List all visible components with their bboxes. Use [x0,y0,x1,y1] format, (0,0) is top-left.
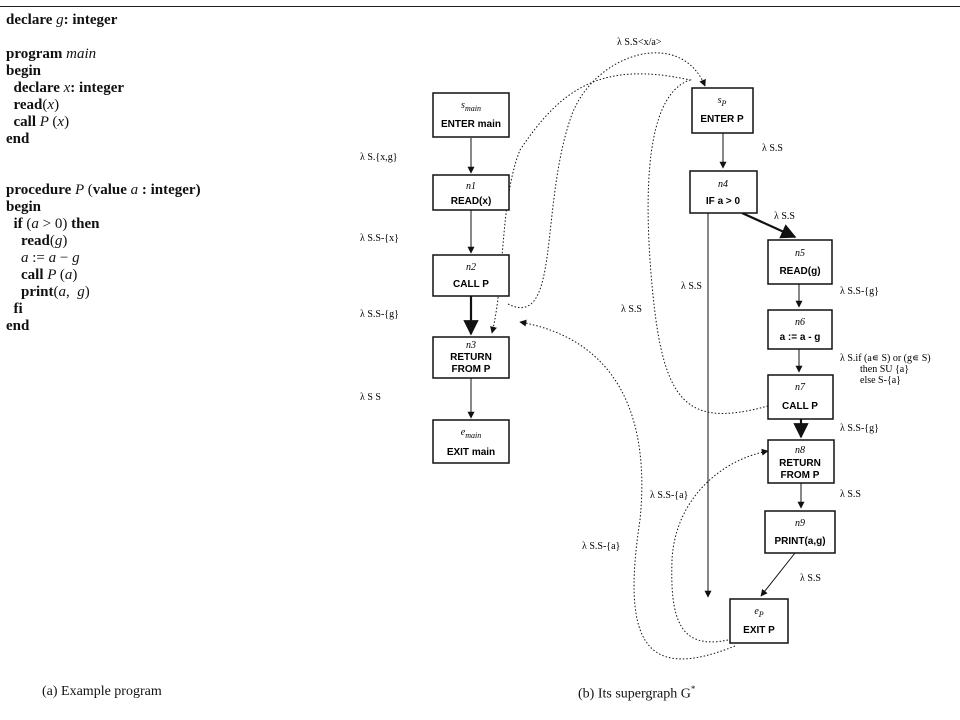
svg-text:n7: n7 [795,382,806,393]
label-n6-n7-then: then SU {a} [860,364,909,375]
svg-text:n9: n9 [795,518,805,529]
node-n1: n1 READ(x) [432,174,510,211]
node-n5: n5 READ(g) [767,239,833,285]
edge-n4-n5 [741,211,797,239]
svg-text:READ(x): READ(x) [451,196,492,207]
svg-text:n8: n8 [795,445,805,456]
node-n2: n2 CALL P [432,254,510,297]
node-e-main: emain EXIT main [432,419,510,464]
node-e-P: eP EXIT P [729,598,789,644]
code-line: begin [6,63,42,79]
svg-text:n1: n1 [466,181,476,192]
node-s-main: smain ENTER main [432,92,510,138]
node-n8: n8 RETURN FROM P [767,439,835,484]
label-n3-emain: λ S S [360,392,381,403]
svg-text:EXIT P: EXIT P [743,625,775,636]
code-line: print(a, g) [6,284,90,300]
svg-text:eP: eP [754,606,763,619]
code-line: begin [6,199,42,215]
node-n3: n3 RETURN FROM P [432,336,510,379]
svg-text:smain: smain [461,100,481,113]
code-line: read(x) [6,97,60,113]
label-n4-n5: λ S.S [774,211,795,222]
code-line: read(g) [6,233,68,249]
svg-text:n6: n6 [795,317,805,328]
node-n6: n6 a := a - g [767,309,833,350]
svg-text:sP: sP [718,95,727,108]
edge-eP-n3 [519,319,736,660]
svg-text:ENTER P: ENTER P [700,114,744,125]
label-n7-n8: λ S.S-{g} [840,423,879,434]
edge-n2-sP [507,52,706,308]
svg-text:IF a > 0: IF a > 0 [706,196,741,207]
label-eP-n8: λ S.S-{a} [650,490,688,501]
code-line: call P (a) [6,267,78,283]
code-line: call P (x) [6,114,70,130]
label-n1-n2: λ S.S-{x} [360,233,399,244]
code-line: procedure P (value a : integer) [6,182,201,198]
code-line: end [6,131,30,147]
node-n4: n4 IF a > 0 [689,170,758,214]
node-s-P: sP ENTER P [691,87,754,134]
label-n5-n6: λ S.S-{g} [840,286,879,297]
svg-text:EXIT main: EXIT main [447,447,495,458]
label-n2-n3: λ S.S-{g} [360,309,399,320]
code-line: program main [6,46,97,62]
edge-eP-n8 [671,448,769,643]
node-n9: n9 PRINT(a,g) [764,510,836,554]
label-n7-sP: λ S.S-{a} [582,541,620,552]
svg-text:emain: emain [461,427,481,440]
edge-n9-eP [760,552,796,597]
svg-text:PRINT(a,g): PRINT(a,g) [774,536,825,547]
node-n7: n7 CALL P [767,374,834,420]
svg-text:n2: n2 [466,262,476,273]
svg-text:CALL P: CALL P [782,401,818,412]
code-line: a := a − g [6,250,80,266]
label-n2-sP: λ S.S<x/a> [617,37,662,48]
label-n8-n9: λ S.S [840,489,861,500]
caption-a: (a) Example program [42,684,162,699]
svg-text:CALL P: CALL P [453,279,489,290]
svg-text:ENTER main: ENTER main [441,119,501,130]
label-n9-eP: λ S.S [800,573,821,584]
label-n4-eP: λ S.S [681,281,702,292]
svg-text:n3: n3 [466,340,476,351]
svg-text:FROM P: FROM P [781,470,820,481]
label-n6-n7: λ S.if (a∊ S) or (g∊ S) [840,353,931,364]
label-smain-n1: λ S.{x,g} [360,152,398,163]
label-sP-n4: λ S.S [762,143,783,154]
svg-text:FROM P: FROM P [452,364,491,375]
edge-n7-sP-call [490,73,769,414]
svg-text:n5: n5 [795,248,805,259]
svg-text:RETURN: RETURN [779,458,821,469]
code-line: if (a > 0) then [6,216,100,232]
svg-text:RETURN: RETURN [450,352,492,363]
label-n6-n7-else: else S-{a} [860,375,901,386]
caption-b: (b) Its supergraph G* [578,684,696,702]
svg-text:a := a - g: a := a - g [780,332,821,343]
code-line: fi [6,301,23,317]
code-line: declare g: integer [6,12,118,28]
svg-text:READ(g): READ(g) [779,266,820,277]
code-line: declare x: integer [6,80,125,96]
code-line: end [6,318,30,334]
label-eP-n3: λ S.S [621,304,642,315]
svg-text:n4: n4 [718,179,728,190]
top-rule [0,6,960,7]
